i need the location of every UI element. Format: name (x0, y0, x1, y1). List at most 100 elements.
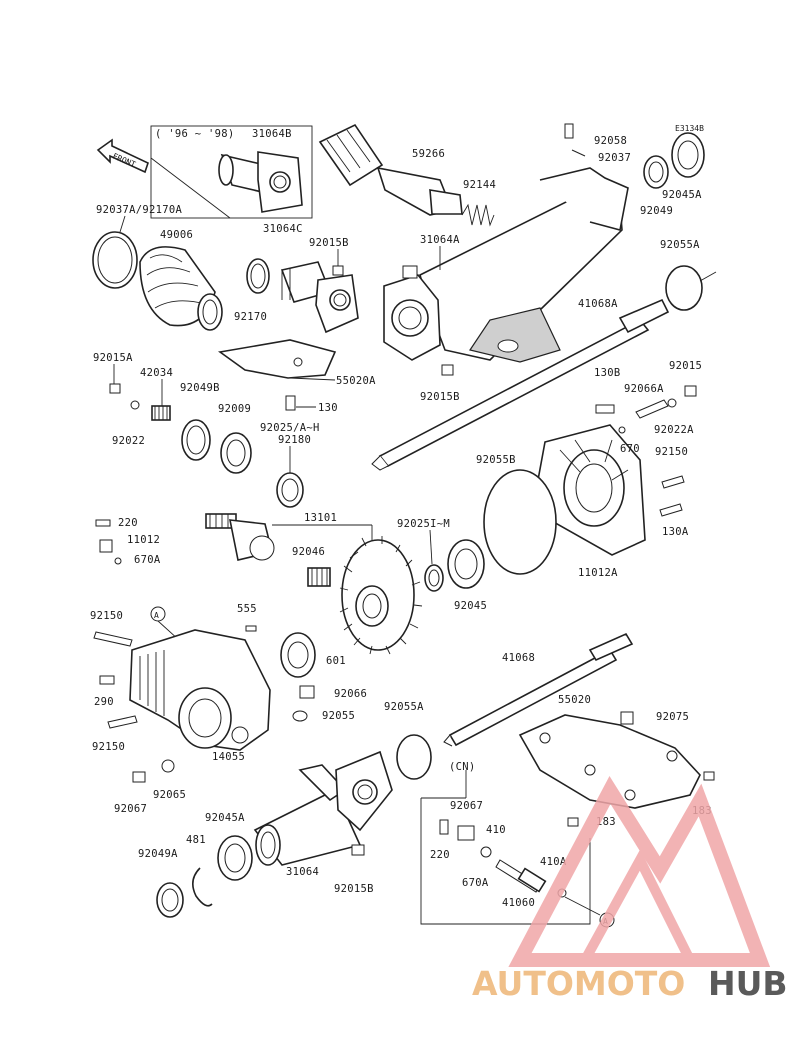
part-183-bolt-m (567, 817, 579, 827)
label-92065: 92065 (153, 789, 186, 801)
label-410A: 410A (540, 856, 567, 868)
label-92150-l2: 92150 (92, 741, 125, 753)
label-92170: 92170 (234, 311, 267, 323)
label-92015A: 92015A (93, 352, 133, 364)
cn-variant-box: (CN) (420, 761, 591, 925)
part-92015B-nut-top (332, 265, 344, 276)
part-92150-bolt-r (661, 475, 685, 489)
part-55020-cover (518, 714, 701, 809)
label-92055A-mid: 92055A (384, 701, 424, 713)
label-290: 290 (94, 696, 114, 708)
label-92075: 92075 (656, 711, 689, 723)
part-130A-bolt (659, 503, 683, 517)
part-555-pin (245, 625, 257, 632)
part-31064A-housing (383, 167, 629, 363)
part-92150-stud-l2 (107, 715, 138, 729)
label-92015B-top: 92015B (309, 237, 349, 249)
label-92022: 92022 (112, 435, 145, 447)
part-92045A-bearing-b (217, 835, 253, 881)
label-92049A: 92049A (138, 848, 178, 860)
inset-box: ( '96 ~ '98) 31064B (150, 125, 313, 219)
label-92015-r: 92015 (669, 360, 702, 372)
part-92022A-washer (667, 398, 677, 408)
label-41068A: 41068A (578, 298, 618, 310)
part-92049A-seal (156, 882, 184, 918)
part-92055A-oring-top (665, 265, 703, 311)
label-130B: 130B (594, 367, 621, 379)
part-31064C-tube (280, 261, 359, 334)
watermark-part2: HUB (708, 964, 788, 1003)
part-11012A-cover (537, 424, 646, 556)
part-92037A-clamp (92, 231, 138, 289)
label-13101: 13101 (304, 512, 337, 524)
part-670-pin (618, 426, 626, 434)
part-31064-tube (253, 750, 393, 866)
label-92049B: 92049B (180, 382, 220, 394)
label-92144: 92144 (463, 179, 496, 191)
part-59266-cv-boot (318, 123, 463, 216)
part-92049B-seal (181, 419, 211, 461)
part-41068A-shaft (371, 298, 670, 471)
part-42034-bearing (151, 405, 171, 421)
part-41068-shaft (443, 632, 634, 747)
label-670A-top: 670A (134, 554, 161, 566)
label-92067-l: 92067 (114, 803, 147, 815)
part-220-bolt-top (95, 519, 111, 527)
label-481: 481 (186, 834, 206, 846)
label-92045: 92045 (454, 600, 487, 612)
part-92015B-nut-mid (441, 364, 454, 376)
part-92065-washer (161, 759, 175, 773)
part-92170-ring (246, 258, 270, 294)
label-92025I-M: 92025I~M (397, 518, 450, 530)
label-55020A: 55020A (336, 375, 376, 387)
label-670: 670 (620, 443, 640, 455)
part-13101-pinion (205, 513, 275, 561)
part-92015-nut-r (684, 385, 697, 397)
label-92037: 92037 (598, 152, 631, 164)
part-92055B-oring (483, 469, 557, 575)
label-92015B-mid: 92015B (420, 391, 460, 403)
part-92022-washer (130, 400, 140, 410)
part-92009-bearing (220, 432, 252, 474)
label-220-top: 220 (118, 517, 138, 529)
label-92150-r: 92150 (655, 446, 688, 458)
part-290-plug (99, 675, 115, 685)
front-direction-arrow: FRONT (96, 138, 149, 174)
label-31064: 31064 (286, 866, 319, 878)
label-92066: 92066 (334, 688, 367, 700)
label-92055B: 92055B (476, 454, 516, 466)
label-92066A: 92066A (624, 383, 664, 395)
label-92067-b: 92067 (450, 800, 483, 812)
label-92037A-92170A: 92037A/92170A (96, 204, 182, 216)
part-92045-bearing (447, 539, 485, 589)
part-92045A-bearing-top (671, 132, 705, 178)
watermark-part1: AUTOMOTO (472, 964, 685, 1003)
part-92066-plug (299, 685, 315, 699)
part-92055A-oring-mid (396, 734, 432, 780)
part-92067-bolt-l (132, 771, 146, 783)
label-92049: 92049 (640, 205, 673, 217)
label-220-b: 220 (430, 849, 450, 861)
part-481-circlip (192, 867, 213, 907)
cn-label: (CN) (449, 761, 476, 773)
label-92046: 92046 (292, 546, 325, 558)
watermark-logo (508, 775, 771, 967)
part-41060-sensor (495, 859, 547, 893)
part-92015A-nut (109, 383, 121, 394)
label-11012A: 11012A (578, 567, 618, 579)
part-92150-stud-l (93, 631, 133, 647)
part-31064B (218, 151, 303, 213)
label-49006: 49006 (160, 229, 193, 241)
inset-period-label: ( '96 ~ '98) (155, 128, 234, 140)
label-92045A-b: 92045A (205, 812, 245, 824)
part-11012-breather (99, 539, 113, 553)
label-92150-l: 92150 (90, 610, 123, 622)
label-92055: 92055 (322, 710, 355, 722)
label-130A: 130A (662, 526, 689, 538)
label-59266: 59266 (412, 148, 445, 160)
part-14055-gear-case (129, 629, 271, 751)
part-130-bolt-top (285, 395, 296, 411)
label-92055A-top: 92055A (660, 239, 700, 251)
label-601: 601 (326, 655, 346, 667)
